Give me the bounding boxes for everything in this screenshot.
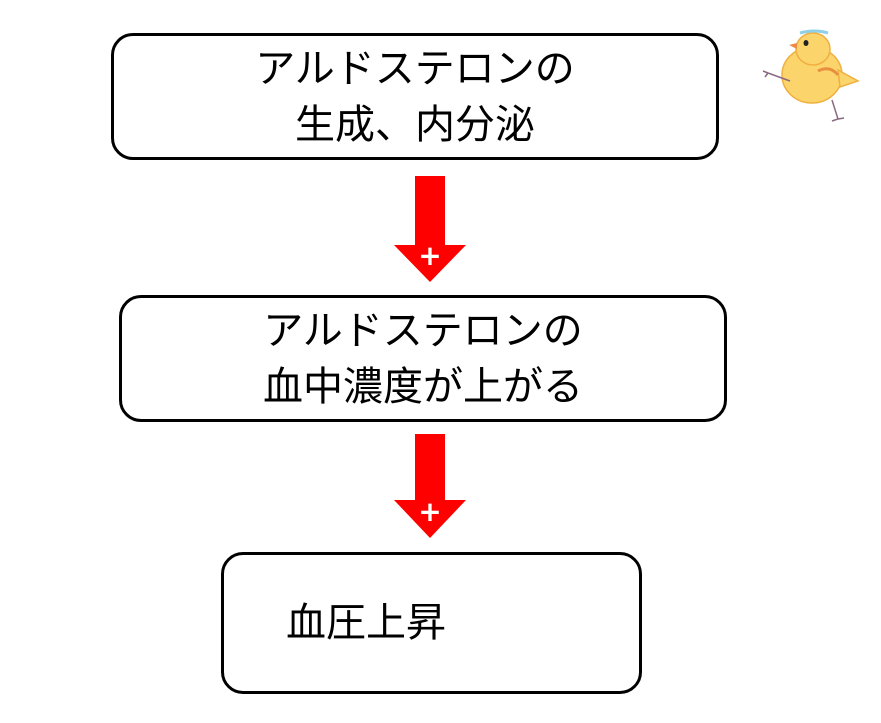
step-text: アルドステロンの xyxy=(255,45,575,92)
plus-sign: + xyxy=(418,495,441,528)
chick-illustration-icon xyxy=(762,29,860,122)
plus-sign: + xyxy=(418,239,441,272)
down-arrow-icon: + xyxy=(394,176,466,282)
step-text: 血中濃度が上がる xyxy=(263,363,583,410)
down-arrow-icon: + xyxy=(394,434,466,538)
step-text: アルドステロンの xyxy=(263,307,583,354)
step-box-aldosterone-blood-level: アルドステロンの 血中濃度が上がる xyxy=(119,295,727,422)
step-text: 血圧上昇 xyxy=(286,600,446,646)
step-box-blood-pressure-rise: 血圧上昇 xyxy=(221,552,642,694)
step-text: 生成、内分泌 xyxy=(295,101,535,148)
step-box-aldosterone-production: アルドステロンの 生成、内分泌 xyxy=(111,33,719,160)
